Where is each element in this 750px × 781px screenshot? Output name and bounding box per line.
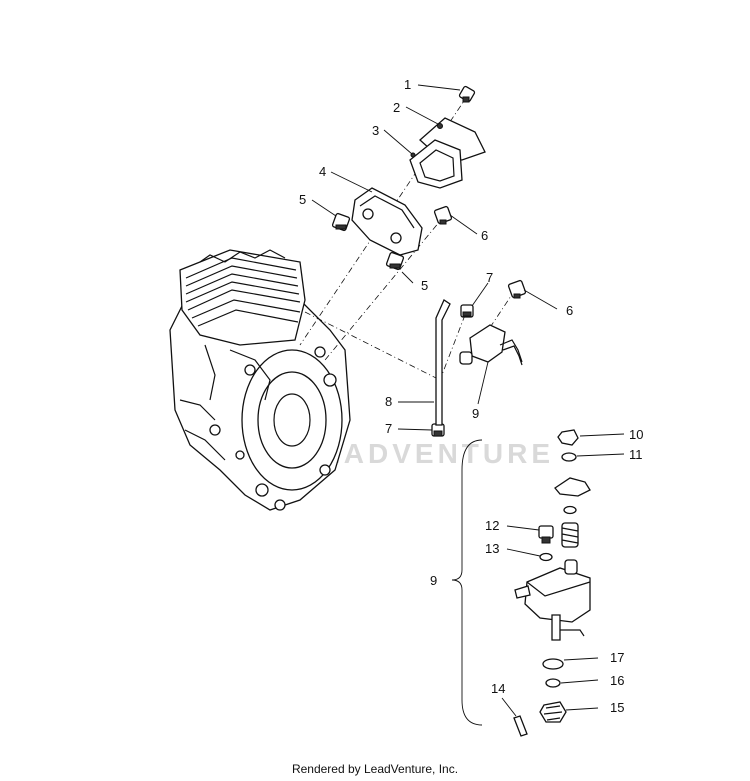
callout-3: 3 — [372, 123, 379, 138]
part-11-washer — [561, 452, 577, 462]
callout-9-assembly: 9 — [430, 573, 437, 588]
part-8-hose — [435, 299, 451, 426]
callout-5-upper: 5 — [299, 192, 306, 207]
callout-14: 14 — [491, 681, 505, 696]
part-13-washer — [539, 552, 553, 562]
part-15-gear — [539, 701, 567, 723]
callout-10: 10 — [629, 427, 643, 442]
callout-16: 16 — [610, 673, 624, 688]
callout-15: 15 — [610, 700, 624, 715]
assembly-lines — [299, 94, 516, 381]
leader-lines — [311, 84, 625, 717]
part-4-cover — [351, 187, 423, 256]
part-5-nut-lower — [385, 251, 405, 271]
callout-7-upper: 7 — [486, 270, 493, 285]
cooling-fins — [185, 257, 301, 327]
pump-washer — [563, 505, 577, 515]
engine-assembly — [169, 249, 351, 511]
callout-12: 12 — [485, 518, 499, 533]
part-14-pin — [513, 715, 528, 737]
callout-6-upper: 6 — [481, 228, 488, 243]
assembly-bracket — [451, 439, 483, 726]
callout-2: 2 — [393, 100, 400, 115]
part-17-o-ring — [542, 658, 564, 670]
part-1-bolt — [458, 85, 476, 103]
callout-7-lower: 7 — [385, 421, 392, 436]
part-12-screw — [538, 525, 554, 544]
callout-11: 11 — [629, 447, 643, 462]
callout-17: 17 — [610, 650, 624, 665]
part-10-nut — [557, 429, 579, 446]
part-9-pump-small — [459, 324, 523, 366]
part-3-gasket — [409, 139, 463, 189]
pump-spring — [561, 522, 579, 548]
callout-13: 13 — [485, 541, 499, 556]
callout-5-lower: 5 — [421, 278, 428, 293]
part-7-clamp-lower — [431, 423, 445, 437]
callout-8: 8 — [385, 394, 392, 409]
part-6-fitting-lower — [507, 279, 527, 299]
part-5-nut-upper — [331, 212, 351, 232]
pump-body — [514, 559, 591, 641]
part-7-clamp-upper — [460, 304, 474, 318]
part-16-washer — [545, 678, 561, 688]
callout-4: 4 — [319, 164, 326, 179]
callout-labels: 1 2 3 4 5 5 6 6 7 7 8 9 9 10 11 12 13 14… — [299, 77, 643, 715]
callout-9-upper: 9 — [472, 406, 479, 421]
part-6-fitting-upper — [433, 205, 453, 225]
callout-1: 1 — [404, 77, 411, 92]
footer-credit: Rendered by LeadVenture, Inc. — [291, 762, 459, 776]
callout-6-lower: 6 — [566, 303, 573, 318]
pump-cap — [554, 477, 591, 497]
